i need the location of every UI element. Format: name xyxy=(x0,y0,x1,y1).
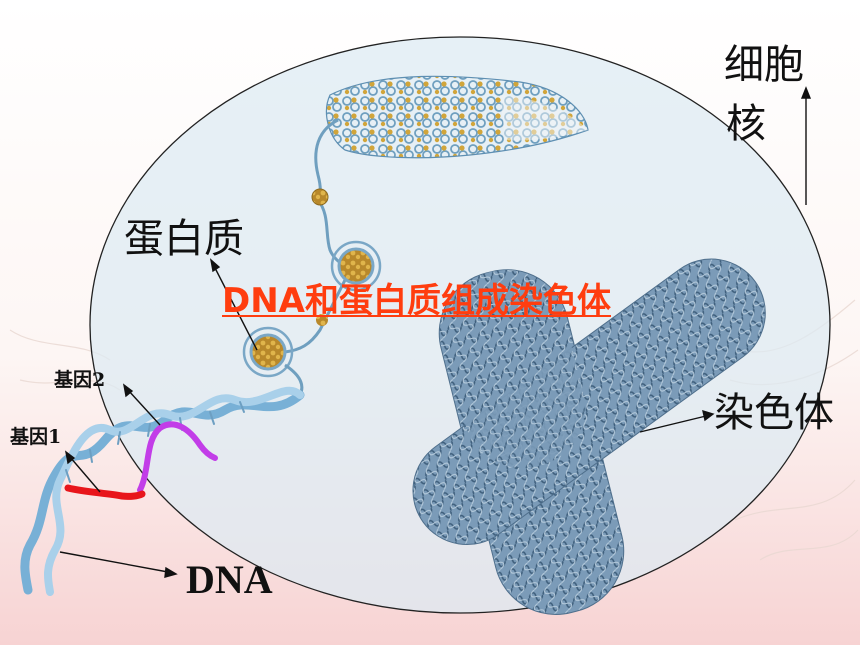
chromosome-arrowhead xyxy=(702,409,715,422)
gene2-arrowhead xyxy=(122,383,134,398)
nucleus-arrowhead xyxy=(800,86,812,99)
chromosome-label: 染色体 xyxy=(714,390,834,436)
protein-label: 蛋白质 xyxy=(124,216,244,262)
nucleosome-strand xyxy=(242,188,382,396)
gene1-arrowhead xyxy=(64,450,76,465)
nucleus-label-line1: 细胞 xyxy=(724,42,804,88)
nucleus-label-line2: 核 xyxy=(726,101,766,147)
protein-leader-line xyxy=(213,265,258,351)
gene2-label: 基因2 xyxy=(54,369,106,391)
chromosome-arm-upper xyxy=(443,270,585,469)
dna-leader-line xyxy=(59,551,169,573)
dna-double-helix xyxy=(20,386,305,596)
protein-arrowhead xyxy=(209,258,221,273)
gene1-label: 基因1 xyxy=(10,426,62,448)
dna-label: DNA xyxy=(186,557,273,602)
chromatin-fiber xyxy=(314,75,589,202)
gene1-segment xyxy=(64,484,146,500)
diagram-title: DNA和蛋白质组成染色体 xyxy=(222,281,611,321)
chromosome-leader-line xyxy=(639,415,707,433)
dna-arrowhead xyxy=(164,566,178,578)
gene2-leader-line xyxy=(127,389,161,426)
gene2-segment xyxy=(137,421,218,493)
gene1-leader-line xyxy=(69,456,101,493)
